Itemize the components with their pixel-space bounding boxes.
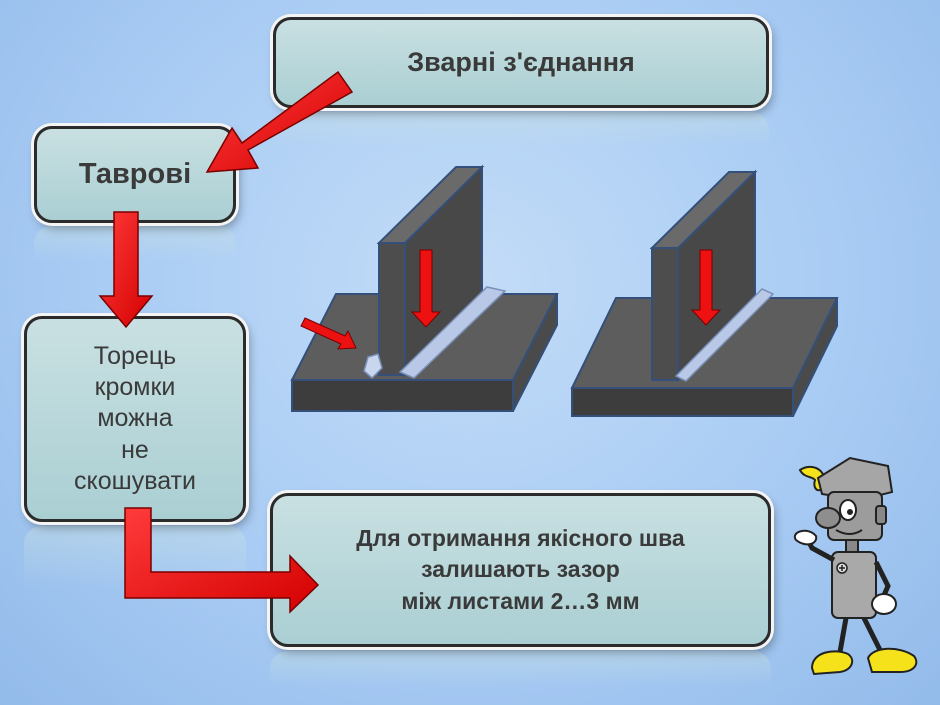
edge-note-box: Торець кромки можна не скошувати xyxy=(24,316,246,522)
arrow-title-to-type xyxy=(205,70,354,173)
gap-tip-text: Для отримання якісного шва залишають заз… xyxy=(356,525,685,614)
arrow-type-to-note xyxy=(98,211,154,329)
t-joint-left xyxy=(290,164,559,412)
joint-type-label: Таврові xyxy=(78,158,192,190)
t-joint-right xyxy=(570,169,839,417)
robot-mascot xyxy=(793,456,918,676)
gap-tip-box: Для отримання якісного шва залишають заз… xyxy=(270,493,771,647)
arrow-note-to-tip xyxy=(124,507,320,614)
page-title: Зварні з'єднання xyxy=(407,47,635,77)
title-box: Зварні з'єднання xyxy=(273,17,769,108)
edge-note-text: Торець кромки можна не скошувати xyxy=(74,341,196,495)
